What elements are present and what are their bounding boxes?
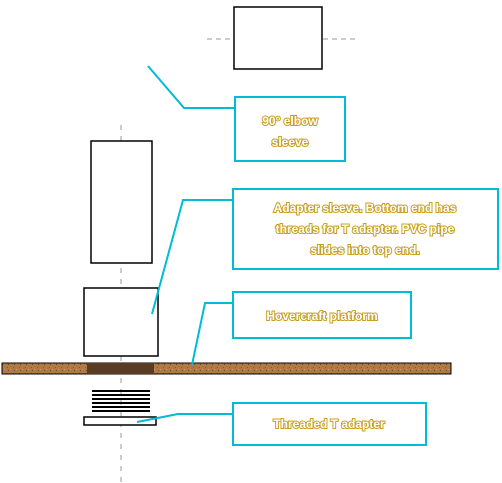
adapter-label-line-1: Adapter sleeve. Bottom end has <box>274 201 457 215</box>
elbow-label-line-1: 90° elbow <box>262 114 318 128</box>
t-adapter-callout-line <box>136 413 233 423</box>
t-adapter-label-box <box>232 402 427 446</box>
adapter-label-box <box>232 188 499 270</box>
threads-part <box>92 390 150 412</box>
platform-label-box <box>232 291 412 339</box>
elbow-label-line-2: sleeve <box>272 135 309 149</box>
adapter-label-line-2: threads for T adapter. PVC pipe <box>276 222 455 236</box>
elbow-callout-line <box>147 65 235 109</box>
adapter-label-line-3: slides into top end. <box>310 243 419 257</box>
pvc-pipe-part <box>90 140 153 264</box>
platform-hole-band <box>87 363 154 374</box>
t-adapter-label-line-1: Threaded T adapter <box>273 417 385 431</box>
hovercraft-platform-part <box>1 362 452 375</box>
platform-label-line-1: Hovercraft platform <box>266 309 377 323</box>
elbow-sleeve-part <box>233 6 323 70</box>
t-adapter-part <box>83 416 157 426</box>
adapter-callout-line <box>151 199 233 315</box>
platform-callout-line <box>191 302 233 366</box>
adapter-sleeve-part <box>83 287 159 357</box>
elbow-label-box <box>234 96 346 162</box>
